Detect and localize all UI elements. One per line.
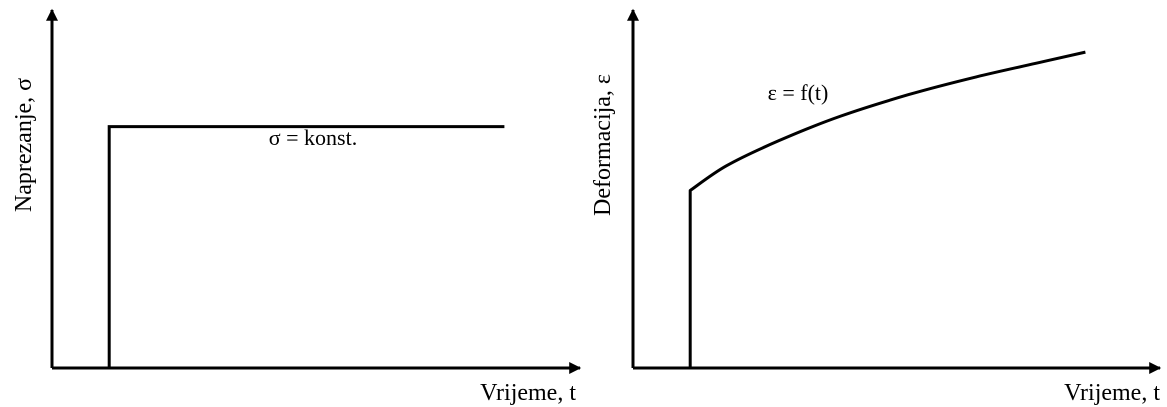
chart-right-series-line: [688, 50, 1086, 368]
chart-right-y-axis-label: Deformacija, ε: [590, 74, 616, 216]
chart-left-y-axis-label: Naprezanje, σ: [11, 78, 37, 212]
chart-right: ε = f(t) Deformacija, ε Vrijeme, t: [590, 8, 1162, 406]
chart-left-x-axis-label: Vrijeme, t: [480, 380, 576, 406]
chart-left: σ = konst. Naprezanje, σ Vrijeme, t: [11, 8, 582, 406]
chart-right-annotation: ε = f(t): [768, 80, 829, 105]
chart-left-annotation: σ = konst.: [269, 125, 357, 150]
chart-left-series-line: [107, 125, 505, 368]
chart-right-x-axis-label: Vrijeme, t: [1064, 380, 1160, 406]
